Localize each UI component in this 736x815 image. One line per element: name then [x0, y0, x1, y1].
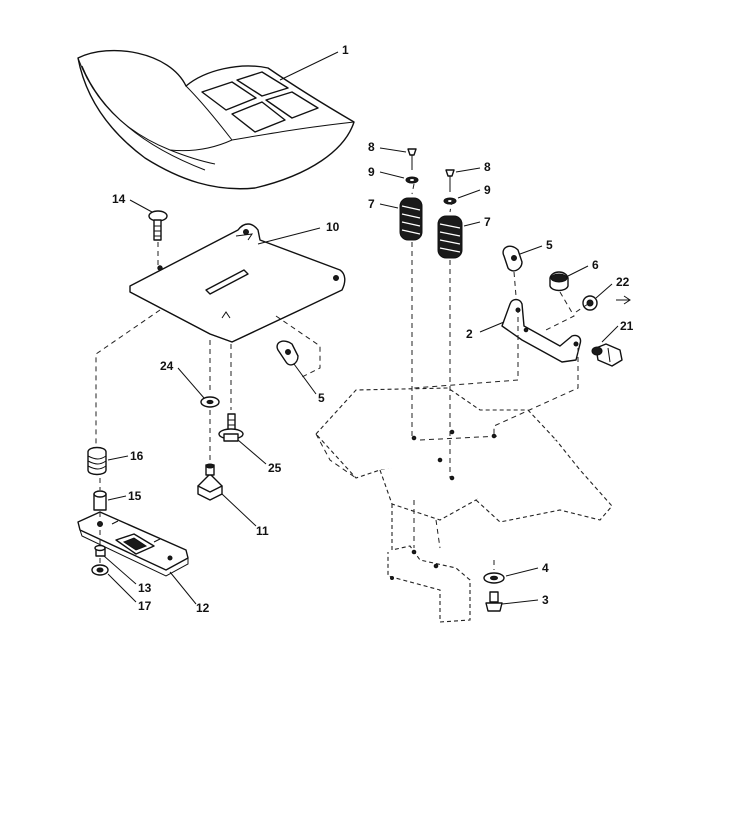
callout-10: 10 — [326, 220, 340, 234]
spring-7-left — [399, 197, 423, 241]
callout-15: 15 — [128, 489, 142, 503]
carriage-bolt-part — [148, 210, 168, 241]
callout-21: 21 — [620, 319, 634, 333]
knob-11-part — [197, 463, 223, 501]
spring-7-right — [437, 215, 463, 259]
callout-22: 22 — [616, 275, 630, 289]
callout-2: 2 — [466, 327, 473, 341]
bolt-8-left — [407, 148, 417, 170]
callout-4: 4 — [542, 561, 549, 575]
callout-16: 16 — [130, 449, 144, 463]
callout-17: 17 — [138, 599, 152, 613]
spring-16-part — [87, 446, 107, 476]
callout-11: 11 — [256, 524, 269, 538]
spacer-15-part — [93, 490, 107, 511]
mounting-plate-12-part — [77, 511, 189, 577]
part-17 — [91, 564, 109, 576]
callout-14: 14 — [112, 192, 126, 206]
callout-labels: 1 10 14 8 9 7 8 9 7 5 6 22 2 21 5 24 25 … — [112, 43, 634, 615]
callout-5-right: 5 — [546, 238, 553, 252]
callout-13: 13 — [138, 581, 152, 595]
washer-9-right — [443, 197, 457, 205]
callout-25: 25 — [268, 461, 282, 475]
knob-6-part — [549, 271, 569, 292]
washer-9-left — [405, 176, 419, 184]
callout-9-right: 9 — [484, 183, 491, 197]
bolt-25-part — [218, 413, 244, 442]
part-13 — [94, 544, 106, 557]
seat-pan-part — [129, 223, 346, 343]
callout-7-left: 7 — [368, 197, 375, 211]
assembly-lines — [95, 183, 589, 570]
callout-9-left: 9 — [368, 165, 375, 179]
clip-5-right-part — [502, 245, 523, 272]
chassis-phantom — [315, 387, 613, 623]
nut-22-part — [582, 295, 631, 311]
callout-1: 1 — [342, 43, 349, 57]
callout-3: 3 — [542, 593, 549, 607]
bolt-3-part — [485, 591, 503, 612]
callout-12: 12 — [196, 601, 210, 615]
knob-21-part — [591, 343, 623, 367]
bolt-8-right — [445, 169, 455, 192]
callout-5-left: 5 — [318, 391, 325, 405]
clip-5-left-part — [276, 340, 299, 366]
washer-4-part — [483, 572, 505, 584]
callout-8-left: 8 — [368, 140, 375, 154]
bracket-part — [501, 298, 582, 363]
callout-7-right: 7 — [484, 215, 491, 229]
washer-24-part — [200, 396, 220, 408]
callout-6: 6 — [592, 258, 599, 272]
callout-8-right: 8 — [484, 160, 491, 174]
seat-part — [77, 49, 355, 190]
leader-lines — [103, 51, 619, 605]
callout-24: 24 — [160, 359, 174, 373]
